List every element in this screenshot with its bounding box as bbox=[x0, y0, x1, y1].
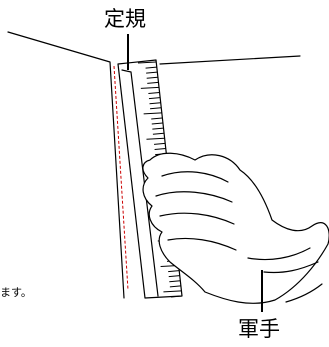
ruler-tick bbox=[148, 97, 161, 100]
gloved-hand bbox=[142, 152, 329, 304]
ruler-tick bbox=[147, 81, 159, 84]
ruler-tick bbox=[152, 132, 164, 135]
ruler-tick bbox=[151, 122, 163, 125]
ruler-tick bbox=[169, 280, 181, 283]
ruler-inner-edge bbox=[121, 69, 159, 297]
ruler-tick bbox=[168, 275, 180, 278]
glove-label: 軍手 bbox=[238, 317, 280, 341]
ruler-tick bbox=[143, 112, 162, 115]
ruler-label: 定規 bbox=[104, 7, 146, 31]
ruler-tick bbox=[146, 71, 158, 74]
ruler-tick bbox=[154, 147, 166, 150]
ruler-tick bbox=[153, 142, 166, 145]
ruler-tick bbox=[168, 270, 180, 273]
ruler-tick bbox=[170, 295, 183, 298]
ruler-tick bbox=[149, 102, 161, 105]
ruler-tick bbox=[145, 66, 157, 69]
ruler-tick bbox=[151, 117, 163, 120]
wall-edge-right bbox=[159, 55, 301, 65]
cut-guide-line bbox=[113, 65, 129, 291]
ruler-tick bbox=[169, 285, 181, 288]
ruler-tick bbox=[150, 107, 162, 110]
ruler-tick bbox=[152, 127, 164, 130]
ruler-tick bbox=[146, 76, 158, 79]
ruler-tick bbox=[146, 137, 165, 140]
wall-edge-left bbox=[7, 31, 125, 299]
ruler-tick bbox=[163, 290, 182, 293]
ruler-tick bbox=[137, 61, 157, 64]
caption-fragment: ます。 bbox=[0, 286, 32, 299]
ruler-tick bbox=[148, 92, 160, 95]
ruler-tick bbox=[140, 86, 159, 89]
